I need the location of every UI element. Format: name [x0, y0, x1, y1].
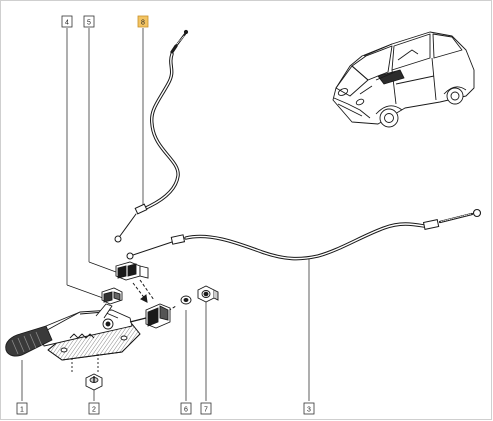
callout-box-1: 1 [16, 402, 28, 415]
lower-cable [126, 208, 482, 261]
callout-label-8: 8 [141, 20, 145, 27]
callout-label-5: 5 [87, 20, 91, 27]
callout-box-3: 3 [303, 402, 315, 415]
callout-box-5: 5 [83, 15, 95, 28]
callout-box-6: 6 [180, 402, 192, 415]
callout-box-2: 2 [88, 402, 100, 415]
cable-icon [114, 29, 189, 243]
callout-label-7: 7 [204, 407, 208, 414]
leader-5-tip [88, 261, 117, 273]
assembly-arrows [132, 279, 177, 317]
connector-coupler [145, 303, 171, 329]
callout-label-6: 6 [184, 407, 188, 414]
callout-box-4: 4 [61, 15, 73, 28]
leader-4-tip [66, 284, 104, 299]
callout-leaders [21, 28, 310, 401]
bolt-part-2 [85, 373, 103, 391]
washer-part-6 [180, 295, 192, 305]
callout-label-1: 1 [20, 407, 24, 414]
callout-box-7: 7 [200, 402, 212, 415]
clip-part-5 [115, 261, 149, 281]
handbrake-lever-icon [5, 303, 147, 374]
callout-box-8: 8 [137, 15, 149, 28]
callout-label-3: 3 [307, 407, 311, 414]
callout-label-4: 4 [65, 20, 69, 27]
car-icon [332, 31, 475, 128]
nut-part-7 [197, 285, 219, 303]
bracket-part-4 [101, 287, 123, 305]
callout-label-2: 2 [92, 407, 96, 414]
